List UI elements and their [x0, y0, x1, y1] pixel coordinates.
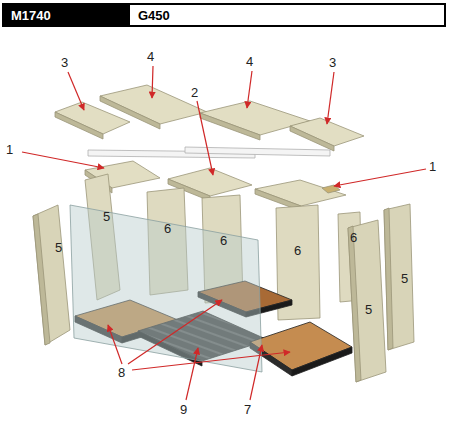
callout-number: 1 [6, 143, 13, 156]
callout-number: 6 [220, 234, 227, 247]
model-cell: M1740 [2, 3, 128, 27]
model-code: M1740 [11, 8, 51, 23]
callout-number: 6 [294, 244, 301, 257]
callout-number: 7 [244, 403, 251, 416]
callout-number: 5 [55, 241, 62, 254]
callout-number: 4 [147, 50, 154, 63]
callout-number: 8 [118, 366, 125, 379]
callout-number: 9 [180, 403, 187, 416]
callout-number: 3 [329, 56, 336, 69]
callout-number: 2 [191, 86, 198, 99]
callout-number: 6 [350, 231, 357, 244]
callout-number: 4 [246, 55, 253, 68]
model-code: G450 [138, 8, 170, 23]
callout-number: 5 [103, 210, 110, 223]
callout-number: 6 [164, 222, 171, 235]
callout-number: 3 [61, 56, 68, 69]
callout-number: 1 [429, 160, 436, 173]
callout-number: 5 [365, 303, 372, 316]
callout-number: 5 [401, 272, 408, 285]
model-cell: G450 [128, 3, 446, 27]
